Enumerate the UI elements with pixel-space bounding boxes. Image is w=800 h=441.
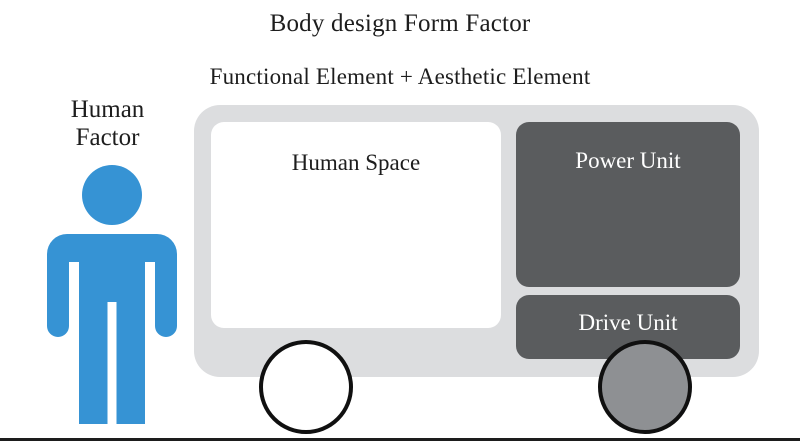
human-space-compartment[interactable]: Human Space: [211, 122, 501, 328]
power-unit-label: Power Unit: [575, 148, 681, 173]
diagram-title: Body design Form Factor: [269, 10, 531, 37]
human-factor-label-line1: Human: [70, 96, 145, 123]
drive-unit-label: Drive Unit: [578, 310, 678, 335]
power-unit-compartment[interactable]: Power Unit: [516, 122, 740, 287]
diagram-subtitle: Functional Element + Aesthetic Element: [209, 64, 591, 89]
bottom-divider: [0, 438, 800, 441]
human-factor-label-line2: Factor: [75, 124, 140, 151]
human-factor-label: Human Factor: [20, 96, 195, 152]
rear-wheel-icon: [598, 340, 692, 434]
human-space-label: Human Space: [291, 150, 421, 175]
person-pictogram-icon: [47, 165, 177, 424]
front-wheel-icon: [259, 340, 353, 434]
